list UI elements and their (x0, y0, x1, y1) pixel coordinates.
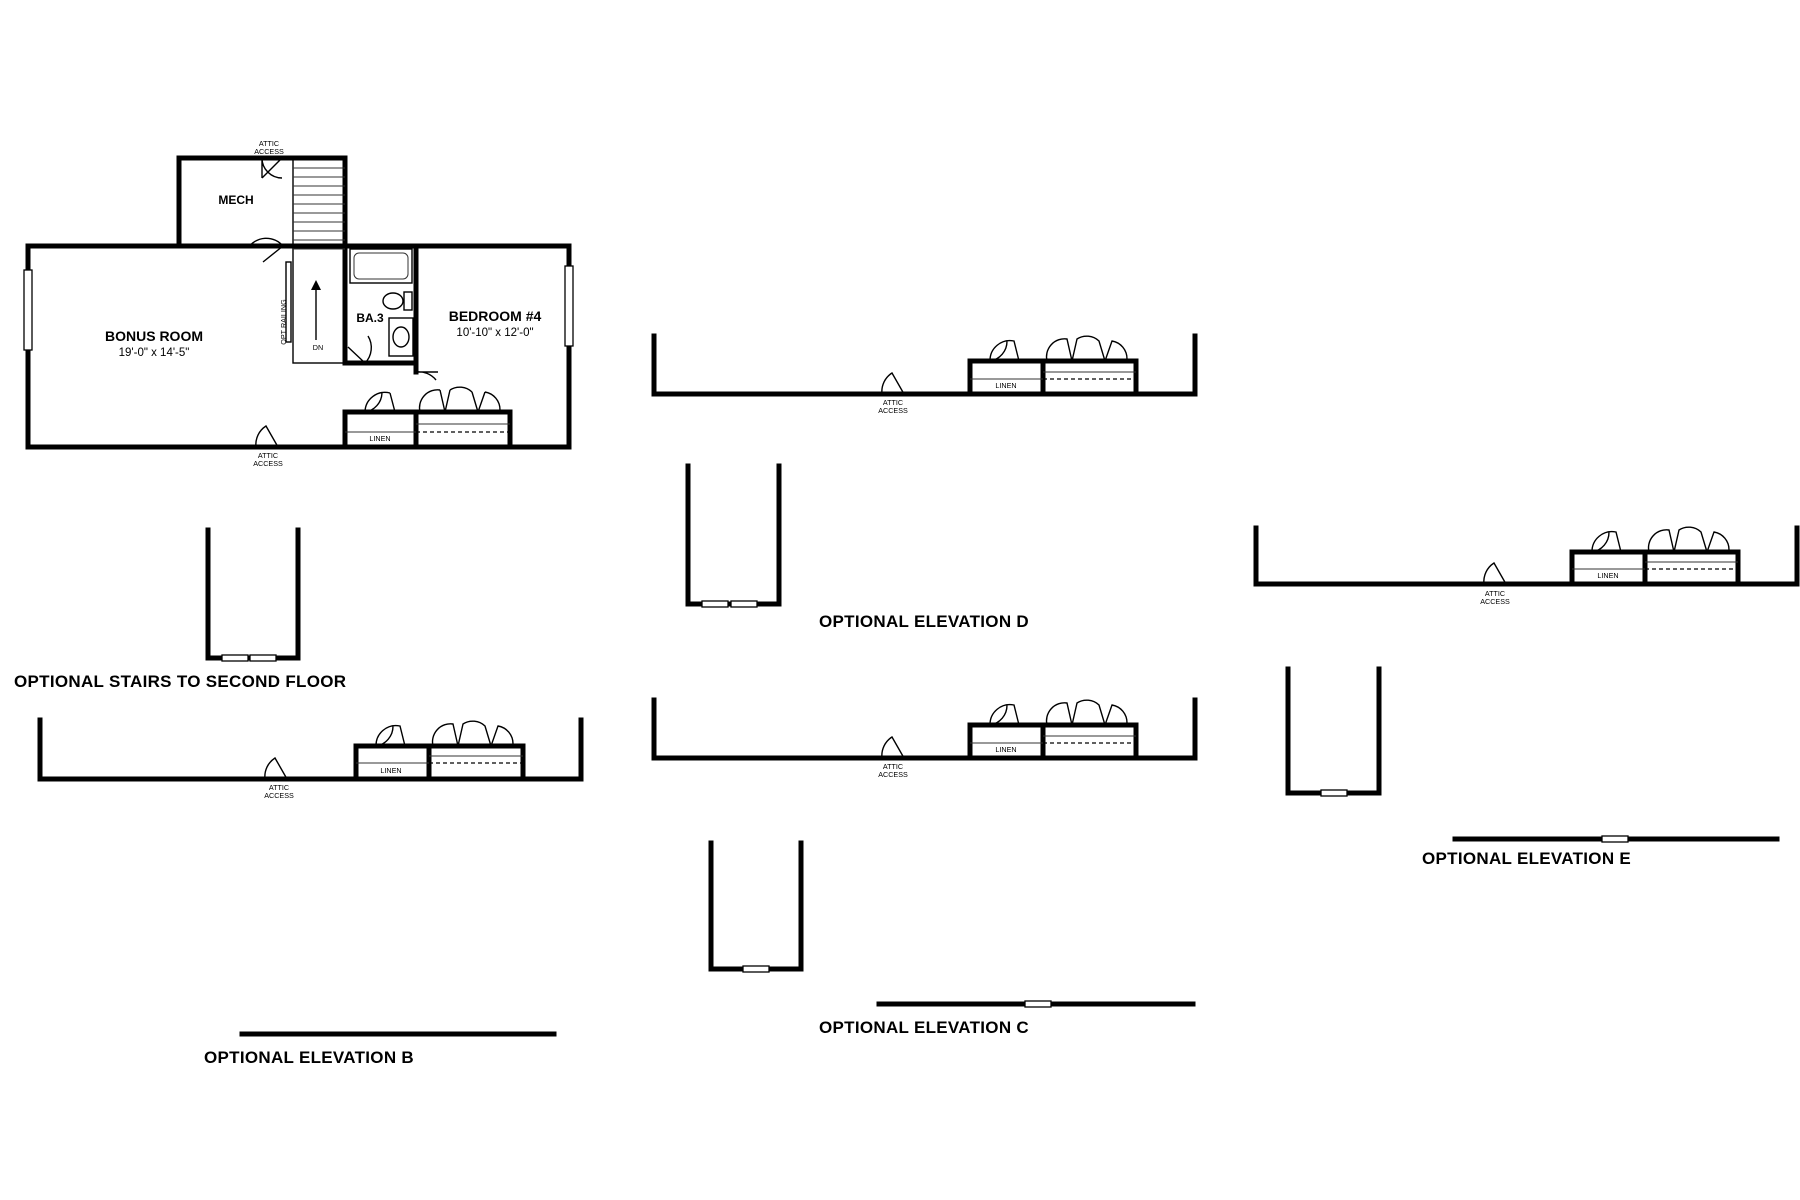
middle-top-strip: LINEN ATTIC ACCESS (651, 333, 1198, 415)
left-attic-strip: LINEN ATTIC ACCESS (37, 717, 584, 800)
svg-text:LINEN: LINEN (1597, 571, 1618, 580)
stair-arrow-head (311, 280, 321, 290)
svg-text:ACCESS: ACCESS (878, 770, 908, 779)
linen-closet-walls (342, 409, 513, 450)
window-left (23, 269, 33, 351)
opt-railing-label: OPT RAILING (279, 299, 288, 345)
elevation-c: OPTIONAL ELEVATION C (708, 840, 1196, 1037)
linen-label: LINEN (369, 434, 390, 443)
svg-text:ATTIC: ATTIC (883, 762, 903, 771)
svg-text:ACCESS: ACCESS (264, 791, 294, 800)
bathtub-inner (353, 252, 409, 280)
middle-second-strip: LINEN ATTIC ACCESS (651, 697, 1198, 779)
sink-bowl (392, 326, 410, 348)
door-bedroom (415, 371, 438, 381)
caption-stairs: OPTIONAL STAIRS TO SECOND FLOOR (14, 672, 346, 691)
svg-text:ATTIC: ATTIC (269, 783, 289, 792)
toilet-bowl (382, 292, 404, 310)
doors-main (247, 157, 501, 448)
door-attic-bottom (255, 425, 279, 448)
caption-elev-b: OPTIONAL ELEVATION B (204, 1048, 414, 1067)
elevation-d: OPTIONAL ELEVATION D (685, 463, 1029, 631)
caption-elev-d: OPTIONAL ELEVATION D (819, 612, 1029, 631)
svg-text:ACCESS: ACCESS (878, 406, 908, 415)
bath-name: BA.3 (356, 311, 384, 325)
toilet-tank (403, 291, 413, 311)
vanity (388, 317, 414, 357)
right-strip: LINEN ATTIC ACCESS (1253, 525, 1800, 606)
window-right (564, 265, 574, 347)
elevation-b: OPTIONAL ELEVATION B (204, 1031, 557, 1067)
attic-label-bottom-1: ATTIC (258, 451, 278, 460)
stairs (292, 157, 346, 364)
stair-outline (292, 157, 346, 364)
attic-label-top-1: ATTIC (259, 139, 279, 148)
left-strip-linen: LINEN (380, 766, 401, 775)
svg-text:ATTIC: ATTIC (883, 398, 903, 407)
svg-text:ATTIC: ATTIC (1485, 589, 1505, 598)
mech-name: MECH (218, 193, 253, 207)
bonus-room-name: BONUS ROOM (105, 328, 203, 344)
bedroom-name: BEDROOM #4 (449, 308, 542, 324)
bathtub (349, 248, 413, 284)
svg-text:LINEN: LINEN (995, 745, 1016, 754)
bedroom-dims: 10'-10" x 12'-0" (456, 327, 533, 339)
elevation-e: OPTIONAL ELEVATION E (1285, 666, 1780, 868)
opt-railing (285, 261, 292, 343)
dn-label: DN (313, 343, 323, 352)
svg-text:LINEN: LINEN (995, 381, 1016, 390)
door-bath (347, 335, 372, 364)
bonus-room-walls (25, 243, 572, 450)
optional-stairs: OPTIONAL STAIRS TO SECOND FLOOR (14, 527, 346, 691)
attic-label-top-2: ACCESS (254, 147, 284, 156)
svg-text:ACCESS: ACCESS (1480, 597, 1510, 606)
caption-elev-c: OPTIONAL ELEVATION C (819, 1018, 1029, 1037)
bonus-room-dims: 19'-0" x 14'-5" (119, 347, 190, 359)
attic-label-bottom-2: ACCESS (253, 459, 283, 468)
door-bonus (247, 237, 284, 263)
caption-elev-e: OPTIONAL ELEVATION E (1422, 849, 1631, 868)
main-floor-plan: BONUS ROOM 19'-0" x 14'-5" BEDROOM #4 10… (23, 139, 574, 468)
